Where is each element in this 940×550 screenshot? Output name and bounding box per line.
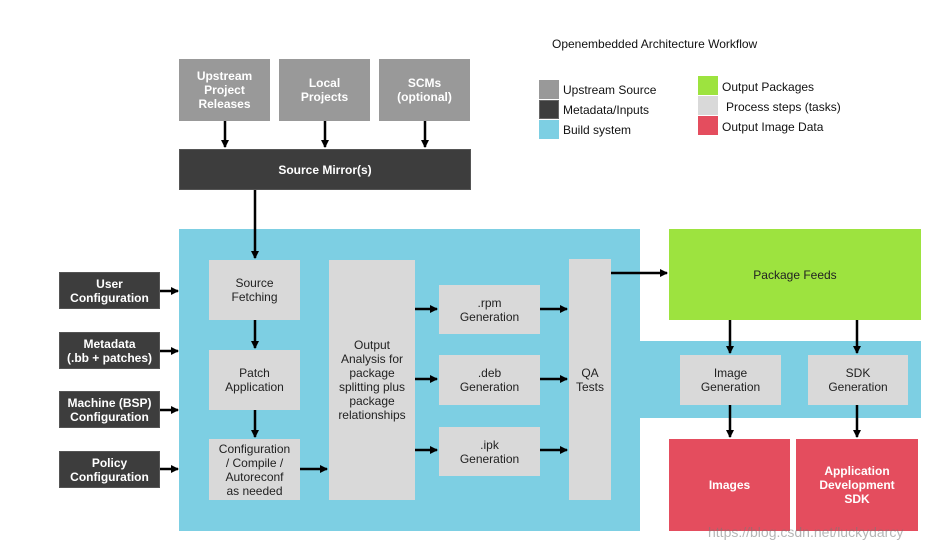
qa-tests-label: QA Tests — [575, 365, 604, 394]
rpm-generation-label: .rpm Generation — [459, 295, 520, 324]
patch-application-label: Patch Application — [225, 366, 284, 394]
legend-swatch-output-image — [698, 116, 718, 135]
user-configuration-box: User Configuration — [59, 272, 160, 309]
source-fetching-box: Source Fetching — [209, 260, 300, 320]
output-analysis-label: Output Analysis for package splitting pl… — [338, 338, 406, 422]
ipk-generation-box: .ipk Generation — [439, 427, 540, 476]
configure-compile-box: Configuration / Compile / Autoreconf as … — [209, 439, 300, 500]
legend-swatch-upstream — [539, 80, 559, 99]
legend-swatch-process — [698, 96, 718, 115]
metadata-box: Metadata (.bb + patches) — [59, 332, 160, 369]
policy-configuration-label: Policy Configuration — [70, 455, 149, 484]
local-projects-label: Local Projects — [300, 76, 349, 104]
diagram-title: Openembedded Architecture Workflow — [552, 37, 758, 51]
package-feeds-box: Package Feeds — [669, 229, 921, 320]
sdk-generation-label: SDK Generation — [828, 366, 888, 394]
legend-label-process: Process steps (tasks) — [726, 100, 841, 114]
application-sdk-box: Application Development SDK — [796, 439, 918, 531]
deb-generation-label: .deb Generation — [459, 366, 520, 394]
application-sdk-label: Application Development SDK — [819, 464, 895, 506]
sdk-generation-box: SDK Generation — [808, 355, 908, 405]
configure-compile-label: Configuration / Compile / Autoreconf as … — [218, 441, 291, 498]
legend-swatch-output-packages — [698, 76, 718, 95]
upstream-project-releases-box: Upstream Project Releases — [179, 59, 270, 121]
local-projects-box: Local Projects — [279, 59, 370, 121]
scms-box: SCMs (optional) — [379, 59, 470, 121]
upstream-project-releases-label: Upstream Project Releases — [196, 69, 253, 111]
user-configuration-label: User Configuration — [70, 276, 149, 305]
legend-label-build: Build system — [563, 123, 632, 137]
machine-configuration-label: Machine (BSP) Configuration — [67, 395, 152, 424]
source-mirror-box: Source Mirror(s) — [179, 149, 471, 190]
source-fetching-label: Source Fetching — [231, 276, 278, 304]
deb-generation-box: .deb Generation — [439, 355, 540, 405]
legend-label-metadata: Metadata/Inputs — [563, 103, 650, 117]
metadata-label: Metadata (.bb + patches) — [66, 336, 152, 365]
machine-configuration-box: Machine (BSP) Configuration — [59, 391, 160, 428]
image-generation-box: Image Generation — [680, 355, 781, 405]
patch-application-box: Patch Application — [209, 350, 300, 410]
source-mirror-label: Source Mirror(s) — [278, 162, 372, 177]
images-label: Images — [708, 478, 751, 492]
image-generation-label: Image Generation — [700, 366, 761, 394]
legend-label-output-packages: Output Packages — [722, 80, 815, 94]
images-box: Images — [669, 439, 790, 531]
scms-label: SCMs (optional) — [397, 76, 452, 104]
ipk-generation-label: .ipk Generation — [459, 437, 520, 466]
rpm-generation-box: .rpm Generation — [439, 285, 540, 334]
legend-label-upstream: Upstream Source — [563, 83, 657, 97]
policy-configuration-box: Policy Configuration — [59, 451, 160, 488]
qa-tests-box: QA Tests — [569, 259, 611, 500]
legend-swatch-metadata — [539, 100, 559, 119]
watermark: https://blog.csdn.net/luckydarcy — [708, 524, 904, 540]
output-analysis-box: Output Analysis for package splitting pl… — [329, 260, 415, 500]
legend-label-output-image: Output Image Data — [722, 120, 824, 134]
legend-swatch-build — [539, 120, 559, 139]
package-feeds-label: Package Feeds — [753, 267, 837, 282]
